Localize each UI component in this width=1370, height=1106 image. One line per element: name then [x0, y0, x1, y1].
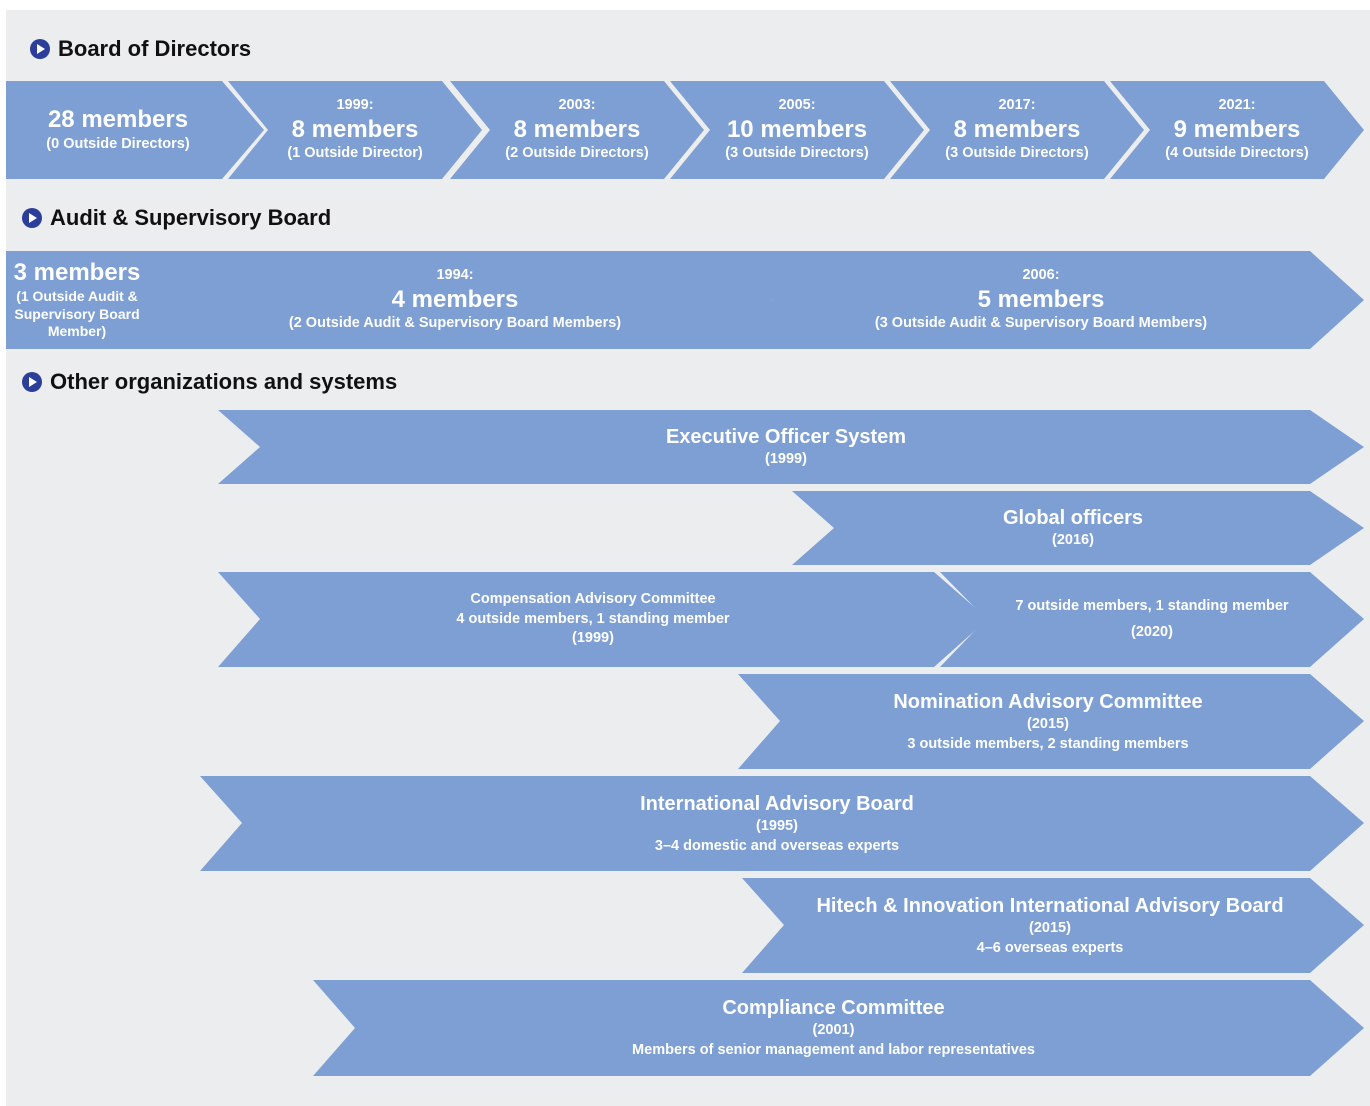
board-stage-count: 9 members: [1173, 115, 1301, 143]
executive-officer-system-bar: Executive Officer System (1999): [218, 410, 1364, 484]
board-stage-6: 2021: 9 members (4 Outside Directors): [1110, 81, 1364, 179]
other-item-title: Nomination Advisory Committee: [893, 690, 1203, 713]
other-item-line: 3–4 domestic and overseas experts: [654, 837, 900, 854]
other-item-line: 4 outside members, 1 standing member: [456, 610, 730, 627]
other-item-line: 4–6 overseas experts: [976, 939, 1124, 956]
audit-stage-year: 2006:: [1022, 267, 1060, 284]
other-item-title: Compensation Advisory Committee: [470, 591, 716, 608]
play-bullet-icon: [22, 372, 42, 392]
other-item-line: (1999): [572, 630, 614, 647]
board-stage-count: 8 members: [291, 115, 419, 143]
audit-stage-detail: (1 Outside Audit & Supervisory Board Mem…: [14, 288, 140, 340]
other-item-line: (2001): [812, 1022, 855, 1039]
other-item-line: (1995): [756, 817, 798, 834]
other-item-line: 3 outside members, 2 standing members: [907, 735, 1189, 752]
audit-stage-count: 3 members: [13, 259, 141, 287]
audit-stage-count: 4 members: [391, 285, 519, 313]
other-item-title: Compliance Committee: [722, 997, 945, 1020]
board-stage-count: 8 members: [953, 115, 1081, 143]
board-heading-label: Board of Directors: [58, 36, 252, 61]
board-stage-detail: (0 Outside Directors): [46, 135, 190, 152]
other-item-line: (2015): [1029, 919, 1071, 936]
audit-stage-2: 1994: 4 members (2 Outside Audit & Super…: [138, 251, 772, 349]
board-stage-2: 1999: 8 members (1 Outside Director): [228, 81, 482, 179]
other-item-line: 7 outside members, 1 standing member: [1015, 597, 1289, 614]
other-heading: Other organizations and systems: [22, 369, 397, 395]
board-stage-year: 1999:: [336, 97, 374, 114]
board-stage-3: 2003: 8 members (2 Outside Directors): [450, 81, 704, 179]
other-item-line: (2015): [1027, 715, 1069, 732]
audit-heading-label: Audit & Supervisory Board: [50, 205, 332, 230]
board-stage-detail: (3 Outside Directors): [725, 145, 869, 162]
international-advisory-board-bar: International Advisory Board (1995) 3–4 …: [200, 776, 1364, 871]
board-stage-1: 28 members (0 Outside Directors): [6, 81, 264, 179]
board-heading: Board of Directors: [30, 36, 251, 62]
board-stage-count: 8 members: [513, 115, 641, 143]
board-stage-count: 10 members: [726, 115, 868, 143]
board-stage-year: 2017:: [998, 97, 1036, 114]
compliance-committee-bar: Compliance Committee (2001) Members of s…: [313, 980, 1364, 1076]
other-item-title: Executive Officer System: [665, 426, 907, 449]
other-item-title: Global officers: [1002, 507, 1144, 530]
global-officers-bar: Global officers (2016): [792, 491, 1364, 565]
board-stage-year: 2003:: [558, 97, 596, 114]
board-stage-5: 2017: 8 members (3 Outside Directors): [890, 81, 1144, 179]
board-stage-count: 28 members: [47, 105, 189, 133]
other-heading-label: Other organizations and systems: [50, 369, 398, 394]
other-item-line: (1999): [765, 451, 807, 468]
audit-stage-detail: (3 Outside Audit & Supervisory Board Mem…: [874, 315, 1208, 332]
audit-stage-detail: (2 Outside Audit & Supervisory Board Mem…: [288, 315, 622, 332]
board-stage-4: 2005: 10 members (3 Outside Directors): [670, 81, 924, 179]
audit-heading: Audit & Supervisory Board: [22, 205, 331, 231]
other-item-line: (2016): [1052, 532, 1094, 549]
board-stage-year: 2005:: [778, 97, 816, 114]
board-stage-detail: (2 Outside Directors): [505, 145, 649, 162]
board-stage-detail: (4 Outside Directors): [1165, 145, 1309, 162]
audit-stage-year: 1994:: [436, 267, 474, 284]
compensation-committee-bar: Compensation Advisory Committee 4 outsid…: [218, 572, 988, 667]
board-stage-detail: (3 Outside Directors): [945, 145, 1089, 162]
other-item-title: Hitech & Innovation International Adviso…: [816, 894, 1284, 917]
hitech-advisory-board-bar: Hitech & Innovation International Adviso…: [742, 878, 1364, 973]
board-stage-detail: (1 Outside Director): [287, 145, 423, 162]
nomination-committee-bar: Nomination Advisory Committee (2015) 3 o…: [738, 674, 1364, 769]
audit-stage-count: 5 members: [977, 285, 1105, 313]
other-item-line: Members of senior management and labor r…: [632, 1042, 1035, 1058]
audit-stage-3: 2006: 5 members (3 Outside Audit & Super…: [718, 251, 1364, 349]
compensation-committee-2020-bar: 7 outside members, 1 standing member (20…: [940, 572, 1364, 667]
play-bullet-icon: [22, 208, 42, 228]
board-stage-year: 2021:: [1218, 97, 1256, 114]
other-item-line: (2020): [1131, 623, 1173, 640]
other-item-title: International Advisory Board: [640, 792, 914, 815]
play-bullet-icon: [30, 39, 50, 59]
